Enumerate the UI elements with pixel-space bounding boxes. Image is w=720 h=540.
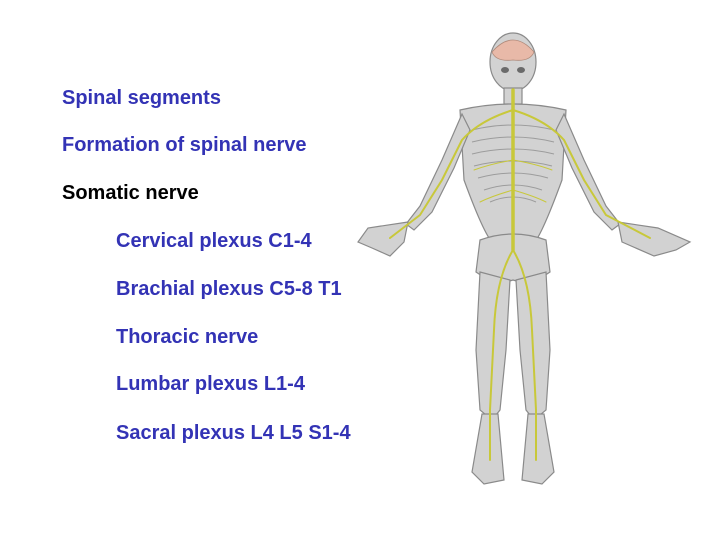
outline-item-brachial-plexus: Brachial plexus C5-8 T1 bbox=[116, 278, 342, 300]
outline-item-thoracic-nerve: Thoracic nerve bbox=[116, 326, 259, 348]
outline-item-lumbar-plexus: Lumbar plexus L1-4 bbox=[116, 373, 305, 395]
outline-item-somatic-nerve: Somatic nerve bbox=[62, 182, 199, 204]
outline-item-spinal-segments: Spinal segments bbox=[62, 87, 221, 109]
outline-item-sacral-plexus: Sacral plexus L4 L5 S1-4 bbox=[116, 422, 351, 444]
nervous-system-figure bbox=[357, 32, 692, 485]
outline-item-cervical-plexus: Cervical plexus C1-4 bbox=[116, 230, 312, 252]
outline-item-formation-of-spinal-nerve: Formation of spinal nerve bbox=[62, 134, 307, 156]
